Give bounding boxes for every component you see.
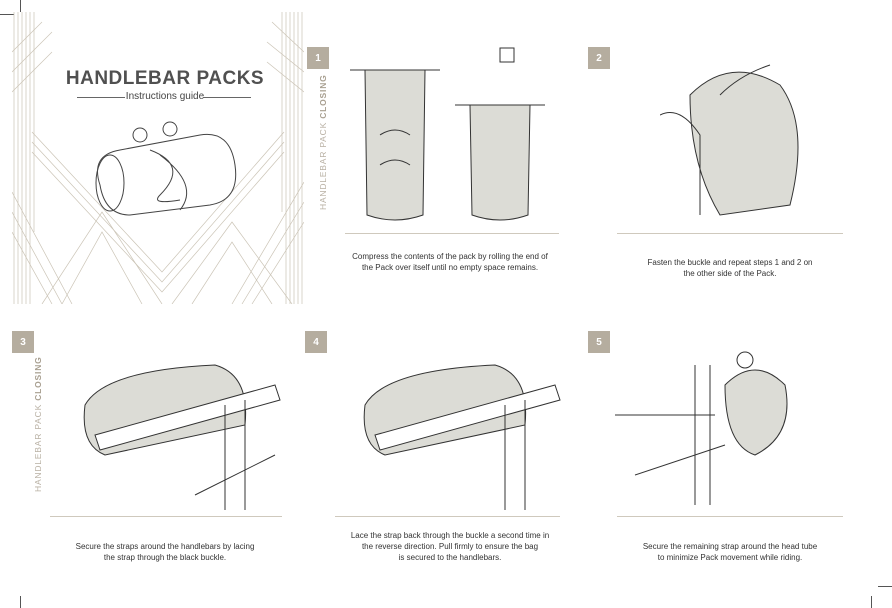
divider [77,97,125,98]
step-1-illustration [350,47,545,221]
crop-mark [0,14,14,15]
handlebar-pack-illustration [95,121,237,216]
divider [203,97,251,98]
step-badge-1: 1 [307,47,329,69]
crop-mark [20,596,21,608]
crop-mark [878,586,892,587]
step-badge-3: 3 [12,331,34,353]
step-5-illustration [615,351,788,505]
divider [345,233,559,234]
divider [50,516,282,517]
divider [335,516,560,517]
step-3-illustration [83,364,281,510]
step-badge-4: 4 [305,331,327,353]
step-2-illustration [660,64,799,216]
side-label: HANDLEBAR PACK CLOSING [318,74,328,210]
cover-title: HANDLEBAR PACKS [65,68,265,89]
step-4-illustration [363,364,561,510]
step-1-caption: Compress the contents of the pack by rol… [352,252,548,272]
step-4-caption: Lace the strap back through the buckle a… [350,531,550,562]
divider [617,516,843,517]
step-2-caption: Fasten the buckle and repeat steps 1 and… [647,258,813,278]
divider [617,233,843,234]
step-badge-5: 5 [588,331,610,353]
side-label: HANDLEBAR PACK CLOSING [33,356,43,492]
step-badge-2: 2 [588,47,610,69]
step-3-caption: Secure the straps around the handlebars … [75,542,255,562]
crop-mark [20,0,21,12]
crop-mark [871,596,872,608]
step-5-caption: Secure the remaining strap around the he… [642,542,818,562]
cover-subtitle: Instructions guide [125,91,205,102]
cover-pattern [12,12,304,304]
